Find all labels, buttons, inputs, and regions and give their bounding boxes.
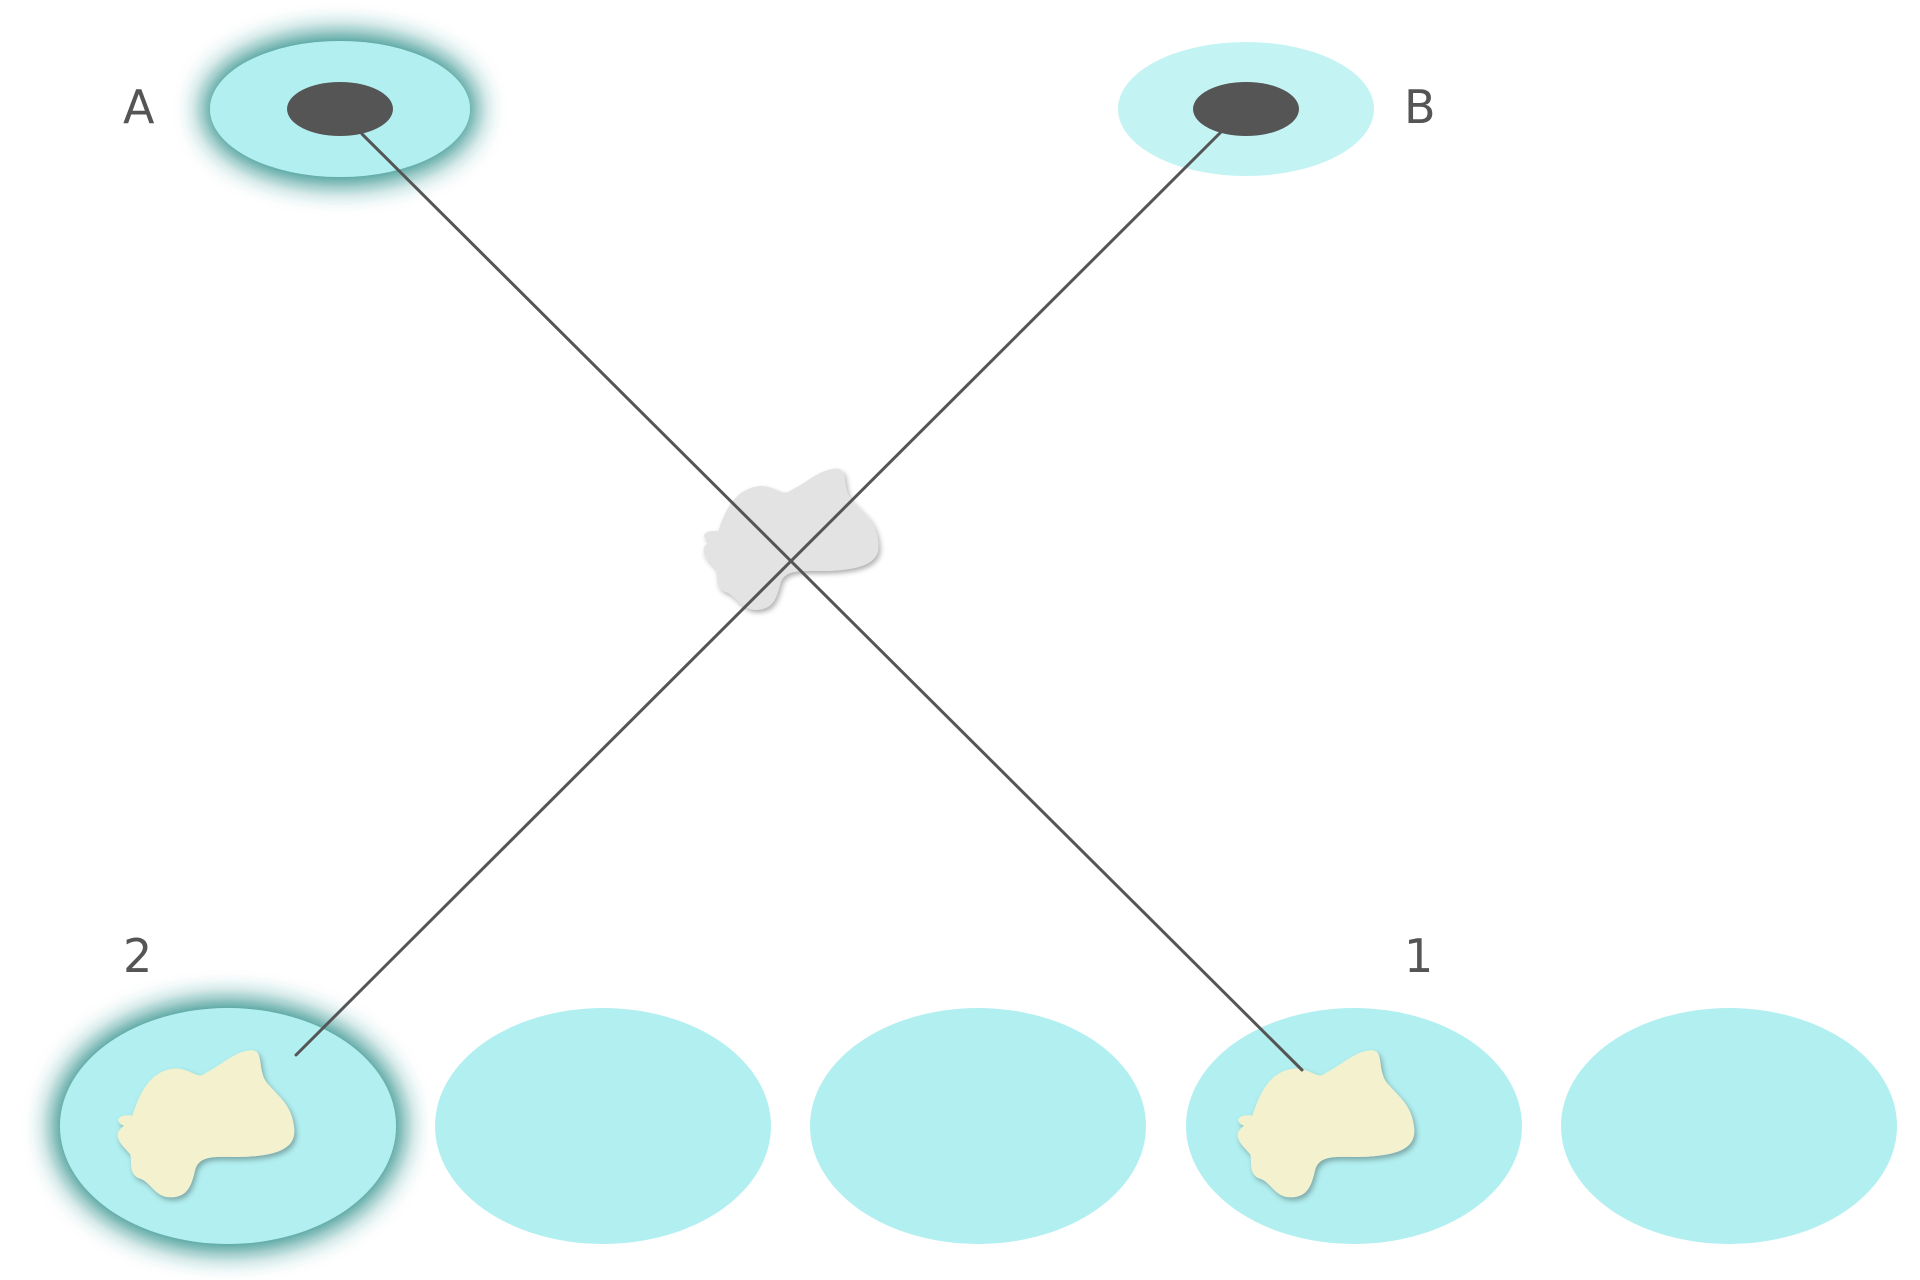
label-a: A — [123, 80, 155, 134]
label-b: B — [1404, 80, 1436, 134]
cell-a-nucleus — [287, 82, 393, 136]
label-1: 1 — [1404, 929, 1433, 983]
bottom-cell-2 — [435, 1008, 771, 1244]
bottom-cell-3 — [810, 1008, 1146, 1244]
bottom-cell-row — [60, 1008, 1897, 1244]
label-2: 2 — [123, 929, 152, 983]
cell-b — [1118, 42, 1374, 176]
center-gray-blob — [703, 468, 879, 610]
bottom-cell-5 — [1561, 1008, 1897, 1244]
cell-a — [210, 41, 470, 177]
line-b-to-2 — [294, 129, 1224, 1057]
line-a-to-1 — [360, 132, 1304, 1072]
cell-b-nucleus — [1193, 82, 1299, 136]
